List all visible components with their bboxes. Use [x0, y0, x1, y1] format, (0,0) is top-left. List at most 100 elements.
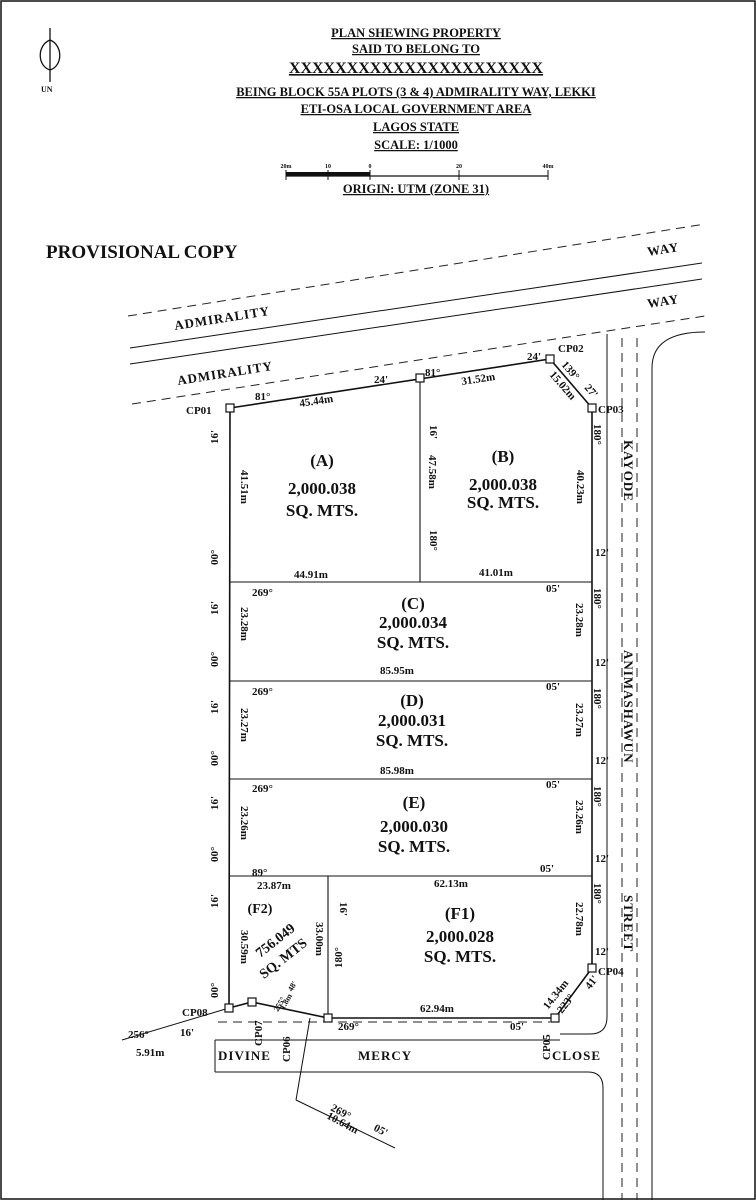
bearing-05-d: 05' — [546, 681, 560, 693]
plot-b: (B) 2,000.038 SQ. MTS. — [467, 447, 539, 512]
bearing-24-b: 24' — [527, 351, 541, 363]
beacon-label-cp06: CP06 — [281, 1036, 293, 1062]
dim-c-right: 23.28m — [573, 603, 585, 637]
bearing-00-d: 00° — [209, 751, 221, 766]
beacon-cp03-icon — [587, 403, 597, 413]
plot-e-unit: SQ. MTS. — [378, 837, 450, 856]
plot-a-unit: SQ. MTS. — [286, 501, 358, 520]
plot-c: (C) 2,000.034 SQ. MTS. — [377, 594, 449, 652]
beacon-label-cp04: CP04 — [598, 966, 624, 978]
bearing-180-d: 180° — [591, 688, 603, 709]
plot-e-label: (E) — [403, 793, 426, 812]
bearing-269-e: 269° — [252, 783, 273, 795]
title-line-1: PLAN SHEWING PROPERTY — [331, 26, 501, 40]
road-label-close: CLOSE — [552, 1048, 601, 1063]
scale-tick-5: 40m — [543, 164, 554, 170]
road-label-way-second: WAY — [646, 291, 680, 311]
beacon-cp08-icon — [224, 1003, 234, 1013]
title-scale: SCALE: 1/1000 — [374, 138, 458, 152]
title-origin: ORIGIN: UTM (ZONE 31) — [343, 182, 489, 196]
plot-b-area: 2,000.038 — [469, 475, 537, 494]
road-label-divine: DIVINE — [218, 1048, 271, 1063]
bearing-00-a: 00° — [209, 550, 221, 565]
road-lines — [127, 223, 706, 1200]
dim-f1-top: 62.13m — [434, 878, 468, 890]
beacon-cp06-icon — [323, 1013, 333, 1023]
plot-f1: (F1) 2,000.028 SQ. MTS. — [424, 904, 496, 966]
beacon-cp01-icon — [225, 403, 235, 413]
plot-a: (A) 2,000.038 SQ. MTS. — [286, 451, 358, 520]
plot-c-label: (C) — [401, 594, 425, 613]
road-label-mercy: MERCY — [358, 1048, 412, 1063]
beacon-label-cp02: CP02 — [558, 343, 584, 355]
dim-d-bottom: 85.98m — [380, 765, 414, 777]
bearing-05-e: 05' — [546, 779, 560, 791]
dim-bottom: 62.94m — [420, 1003, 454, 1015]
bearing-269-c: 269° — [252, 587, 273, 599]
title-line-6: LAGOS STATE — [373, 120, 459, 134]
bearing-12-e: 12' — [595, 853, 609, 865]
plot-a-label: (A) — [310, 451, 334, 470]
bearing-16-g: 16' — [337, 902, 349, 916]
scale-tick-1: 20m — [281, 164, 292, 170]
bearing-24-a: 24' — [374, 374, 388, 386]
road-label-kayode: KAYODE — [621, 440, 636, 502]
bearing-81-a: 81° — [255, 391, 270, 403]
bearing-labels: 81° 24' 81° 24' 139° 27' 16' 16' 180° 18… — [128, 351, 609, 1139]
title-block: PLAN SHEWING PROPERTY SAID TO BELONG TO … — [236, 26, 596, 196]
bearing-16-e: 16' — [209, 796, 221, 810]
bearing-12-c: 12' — [595, 657, 609, 669]
bearing-48: 48' — [286, 980, 299, 993]
dim-f1-right: 22.78m — [573, 902, 585, 936]
bearing-180-g: 180° — [333, 947, 345, 968]
road-label-street: STREET — [621, 895, 636, 952]
title-line-2: SAID TO BELONG TO — [352, 42, 480, 56]
plot-e: (E) 2,000.030 SQ. MTS. — [378, 793, 450, 856]
bearing-269-f: 269° — [338, 1021, 359, 1033]
plot-f2-label: (F2) — [248, 902, 273, 917]
beacon-label-cp01: CP01 — [186, 405, 212, 417]
beacon-cp07-icon — [247, 997, 257, 1007]
bearing-81-b: 81° — [425, 367, 440, 379]
bearing-180-e: 180° — [591, 786, 603, 807]
north-label: UN — [41, 85, 53, 94]
plot-e-area: 2,000.030 — [380, 817, 448, 836]
dim-b-right: 40.23m — [574, 470, 586, 504]
dim-c-bottom: 85.95m — [380, 665, 414, 677]
plot-a-area: 2,000.038 — [288, 479, 356, 498]
bearing-180-a: 180° — [591, 424, 603, 445]
plot-c-unit: SQ. MTS. — [377, 633, 449, 652]
plot-division-lines — [121, 378, 592, 1149]
bearing-16-c: 16' — [209, 601, 221, 615]
dim-top-right: 31.52m — [461, 371, 496, 388]
provisional-copy-label: PROVISIONAL COPY — [46, 242, 238, 263]
plot-f1-label: (F1) — [445, 904, 475, 923]
bearing-180-b: 180° — [427, 530, 439, 551]
bearing-00-f: 00° — [209, 983, 221, 998]
scale-bar: 20m 10 0 20 40m — [281, 164, 554, 180]
plot-d-label: (D) — [400, 691, 424, 710]
bearing-256: 256° — [128, 1029, 149, 1041]
scale-tick-3: 0 — [369, 164, 372, 170]
plot-b-label: (B) — [492, 447, 515, 466]
bearing-12-d: 12' — [595, 755, 609, 767]
beacon-label-cp05: CP05 — [541, 1034, 553, 1060]
plot-d: (D) 2,000.031 SQ. MTS. — [376, 691, 448, 750]
title-line-5: ETI-OSA LOCAL GOVERNMENT AREA — [301, 102, 532, 116]
bearing-05-h: 05' — [372, 1122, 390, 1139]
road-label-animashawun: ANIMASHAWUN — [621, 650, 636, 764]
beacon-mid-icon — [415, 373, 425, 383]
plot-f1-area: 2,000.028 — [426, 927, 494, 946]
dim-d-left: 23.27m — [238, 708, 250, 742]
title-line-4: BEING BLOCK 55A PLOTS (3 & 4) ADMIRALITY… — [236, 85, 596, 99]
bearing-00-c: 00° — [209, 652, 221, 667]
dim-e-left: 23.26m — [238, 806, 250, 840]
bearing-180-f: 180° — [591, 883, 603, 904]
bearing-16-b: 16' — [427, 425, 439, 439]
beacon-label-cp03: CP03 — [598, 404, 624, 416]
plot-d-unit: SQ. MTS. — [376, 731, 448, 750]
bearing-12-a: 12' — [595, 547, 609, 559]
dim-f2-left: 30.59m — [238, 930, 250, 964]
